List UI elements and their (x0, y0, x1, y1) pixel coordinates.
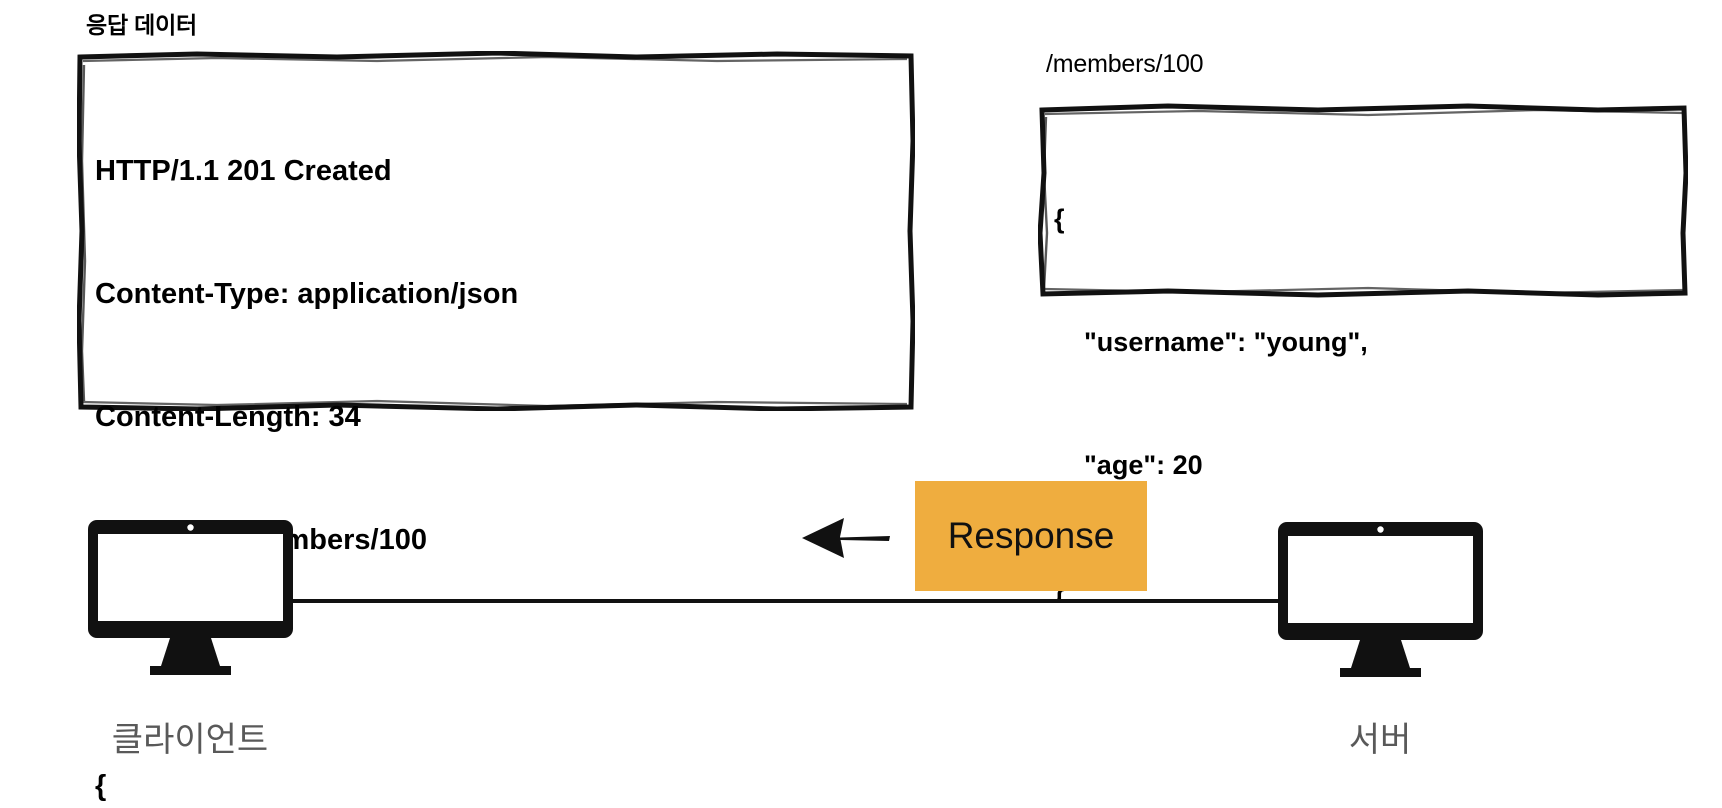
response-arrow-left-icon (802, 518, 890, 558)
body-open-brace: { (95, 770, 107, 802)
header-content-length: Content-Length: 34 (95, 401, 361, 433)
created-resource-text: { "username": "young", "age": 20 } (1054, 117, 1368, 691)
response-message-text: HTTP/1.1 201 Created Content-Type: appli… (95, 69, 518, 808)
monitor-glyph (1278, 522, 1483, 677)
client-computer-icon (88, 520, 293, 680)
resource-field-age: "age": 20 (1054, 450, 1203, 480)
server-computer-icon (1278, 522, 1483, 682)
resource-field-username: "username": "young", (1054, 327, 1368, 357)
response-message-box: HTTP/1.1 201 Created Content-Type: appli… (77, 51, 915, 802)
response-badge-label: Response (947, 515, 1115, 556)
resource-open-brace: { (1054, 204, 1065, 234)
response-badge: Response (915, 481, 1147, 591)
monitor-glyph (88, 520, 293, 675)
created-resource-box: { "username": "young", "age": 20 } (1038, 103, 1688, 603)
client-label: 클라이언트 (111, 721, 269, 759)
response-data-caption: 응답 데이터 (86, 12, 197, 38)
server-label: 서버 (1348, 721, 1412, 759)
status-line: HTTP/1.1 201 Created (95, 155, 392, 187)
resource-path-caption: /members/100 (1046, 50, 1204, 78)
connection-line (290, 599, 1285, 603)
header-content-type: Content-Type: application/json (95, 278, 519, 310)
